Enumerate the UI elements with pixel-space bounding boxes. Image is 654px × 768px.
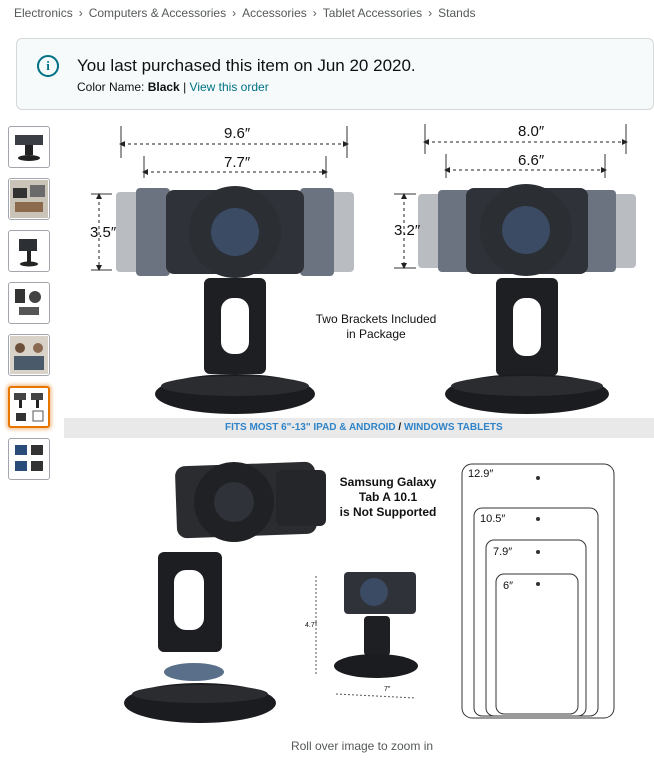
kiosk-thumb-image [19, 239, 38, 267]
small-stand-base: 7″ [384, 686, 391, 693]
breadcrumb-separator: › [428, 6, 433, 20]
kiosk-thumb[interactable] [8, 230, 50, 272]
right-stand-illustration [394, 124, 636, 414]
separator: | [183, 80, 187, 94]
breadcrumb-accessories[interactable]: Accessories [242, 6, 307, 20]
purchase-notice-title: You last purchased this item on Jun 20 2… [77, 56, 416, 75]
small-stand-illustration [315, 572, 418, 699]
breadcrumb-stands[interactable]: Stands [438, 6, 476, 20]
thumbnail-list [8, 126, 50, 490]
angles-thumb-image [15, 445, 43, 471]
samsung-note-line2: Tab A 10.1 [358, 490, 418, 504]
dim-left-outer-width: 9.6″ [224, 125, 251, 142]
samsung-note-line1: Samsung Galaxy [339, 475, 437, 489]
color-name-label: Color Name: [77, 80, 145, 94]
samsung-note: Samsung Galaxy Tab A 10.1 is Not Support… [336, 475, 440, 520]
fit-banner-main: FITS MOST 6"-13" IPAD & ANDROID [225, 422, 396, 433]
color-name-value: Black [147, 80, 180, 94]
breadcrumb-separator: › [78, 6, 83, 20]
brackets-note-line1: Two Brackets Included [315, 312, 437, 326]
dim-right-height: 3.2″ [394, 222, 421, 239]
accessories-thumb-image [15, 289, 41, 315]
fit-banner-text: FITS MOST 6"-13" IPAD & ANDROID / WINDOW… [225, 422, 503, 433]
dim-right-inner-width: 6.6″ [518, 152, 545, 169]
product-main-image[interactable] [64, 118, 654, 730]
office-scene-thumb-image [10, 180, 48, 218]
fit-banner [64, 418, 654, 438]
fit-banner-tail: WINDOWS TABLETS [403, 422, 503, 433]
tablet-size-7-9: 7.9″ [493, 546, 513, 558]
breadcrumb-computers-accessories[interactable]: Computers & Accessories [88, 6, 227, 20]
zoom-hint: Roll over image to zoom in [290, 739, 434, 753]
purchase-notice: i You last purchased this item on Jun 20… [16, 38, 654, 110]
stand-front-thumb[interactable] [8, 126, 50, 168]
tablet-sizes-illustration [461, 463, 615, 719]
office-scene-thumb[interactable] [8, 178, 50, 220]
left-stand-illustration [91, 126, 354, 414]
tablet-size-6: 6″ [503, 580, 514, 592]
fit-banner-slash: / [398, 422, 402, 433]
tablet-size-10-5: 10.5″ [480, 513, 506, 525]
accessories-thumb[interactable] [8, 282, 50, 324]
dim-right-outer-width: 8.0″ [518, 123, 545, 140]
info-icon: i [37, 55, 59, 77]
brackets-note-line2: in Package [346, 327, 406, 341]
small-stand-height: 4.7″ [305, 622, 318, 629]
breadcrumb-electronics[interactable]: Electronics [14, 6, 73, 20]
people-scene-thumb[interactable] [8, 334, 50, 376]
dim-left-inner-width: 7.7″ [224, 154, 251, 171]
breadcrumb-separator: › [232, 6, 237, 20]
angles-thumb[interactable] [8, 438, 50, 480]
breadcrumb-separator: › [312, 6, 317, 20]
dimensions-thumb-image [14, 393, 44, 422]
tablet-size-12-9: 12.9″ [468, 468, 494, 480]
dimensions-thumb[interactable] [8, 386, 50, 428]
stand-front-thumb-image [15, 135, 43, 161]
samsung-note-line3: is Not Supported [339, 505, 437, 519]
breadcrumb: Electronics › Computers & Accessories › … [14, 6, 476, 20]
brackets-note: Two Brackets Included in Package [312, 312, 440, 342]
people-scene-thumb-image [10, 336, 48, 374]
view-order-link[interactable]: View this order [189, 80, 269, 94]
purchase-notice-details: Color Name: Black | View this order [77, 80, 269, 94]
dim-left-height: 3.5″ [90, 224, 117, 241]
breadcrumb-tablet-accessories[interactable]: Tablet Accessories [322, 6, 423, 20]
exploded-stand-illustration [124, 461, 326, 723]
